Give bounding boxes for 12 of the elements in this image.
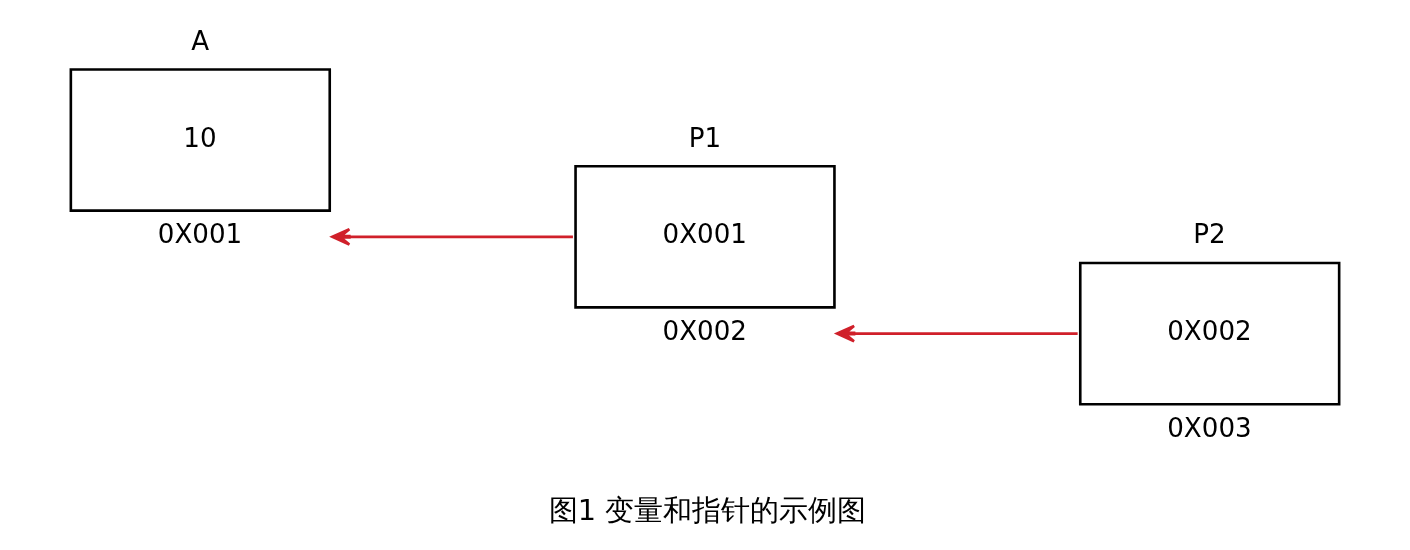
- node-box: 10: [69, 68, 332, 212]
- node-label: P2: [1193, 219, 1226, 250]
- node-label: 0X002: [662, 316, 747, 347]
- arrow: [835, 324, 1078, 343]
- node-label: 0X003: [1167, 412, 1252, 443]
- node-box: 0X001: [574, 164, 836, 309]
- node-label: A: [191, 25, 210, 56]
- node-label: P1: [688, 122, 722, 153]
- arrow: [331, 227, 573, 246]
- node-label: 0X001: [157, 219, 243, 250]
- node-box: 0X002: [1078, 261, 1341, 406]
- caption: 图1 变量和指针的示例图: [548, 493, 867, 528]
